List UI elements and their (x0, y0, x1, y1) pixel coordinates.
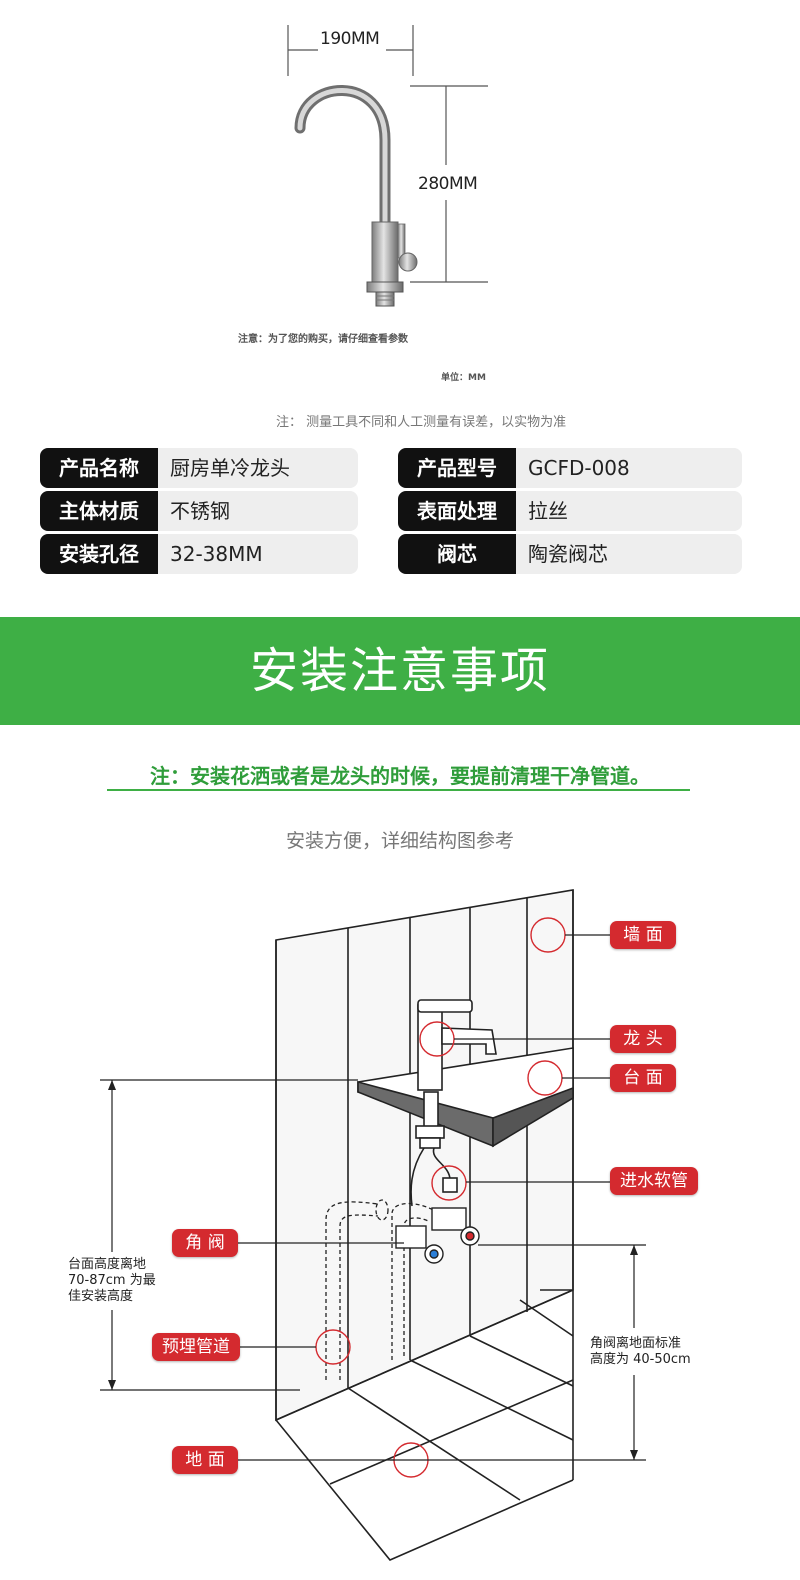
spec-label: 产品型号 (398, 448, 516, 488)
valve-height-text: 角阀离地面标准 高度为 40-50cm (590, 1336, 691, 1368)
spec-label: 主体材质 (40, 491, 158, 531)
spec-row-material: 主体材质 不锈钢 (40, 491, 358, 531)
spec-value: 厨房单冷龙头 (158, 448, 358, 488)
unit-note: 单位：MM (441, 373, 486, 383)
faucet-dimension-drawing (287, 25, 488, 307)
spec-row-model: 产品型号 GCFD-008 (398, 448, 742, 488)
tag-faucet: 龙 头 (610, 1025, 676, 1053)
spec-row-surface: 表面处理 拉丝 (398, 491, 742, 531)
spec-label: 阀芯 (398, 534, 516, 574)
valve-height-line: 高度为 40-50cm (590, 1352, 691, 1367)
valve-height-line: 角阀离地面标准 (590, 1336, 682, 1351)
counter-height-line: 70-87cm 为最 (68, 1273, 156, 1288)
measure-note: 注： 测量工具不同和人工测量有误差，以实物为准 (276, 415, 567, 430)
banner-title: 安装注意事项 (249, 643, 550, 699)
counter-height-line: 台面高度离地 (68, 1257, 147, 1272)
spec-value: 不锈钢 (158, 491, 358, 531)
tag-inlet-hose: 进水软管 (610, 1167, 698, 1195)
installation-diagram (100, 889, 646, 1561)
height-dimension-label: 280MM (418, 174, 478, 194)
spec-row-hole-size: 安装孔径 32-38MM (40, 534, 358, 574)
counter-height-line: 佳安装高度 (68, 1289, 134, 1304)
spec-label: 表面处理 (398, 491, 516, 531)
install-note: 注：安装花洒或者是龙头的时候，要提前清理干净管道。 (150, 764, 650, 788)
tag-embedded-pipe: 预埋管道 (152, 1333, 240, 1361)
tag-angle-valve: 角 阀 (172, 1229, 238, 1257)
spec-value: 拉丝 (516, 491, 742, 531)
spec-value: 陶瓷阀芯 (516, 534, 742, 574)
spec-label: 安装孔径 (40, 534, 158, 574)
install-note-underline (107, 789, 690, 791)
spec-value: 32-38MM (158, 534, 358, 574)
spec-label: 产品名称 (40, 448, 158, 488)
purchase-note: 注意：为了您的购买，请仔细查看参数 (238, 334, 408, 345)
install-subtitle: 安装方便，详细结构图参考 (285, 830, 514, 852)
tag-floor: 地 面 (172, 1446, 238, 1474)
tag-wall: 墙 面 (610, 921, 676, 949)
counter-height-text: 台面高度离地 70-87cm 为最 佳安装高度 (68, 1257, 156, 1305)
width-dimension-label: 190MM (320, 29, 380, 49)
spec-value: GCFD-008 (516, 448, 742, 488)
install-banner: 安装注意事项 (0, 617, 800, 725)
spec-row-valve-core: 阀芯 陶瓷阀芯 (398, 534, 742, 574)
spec-row-product-name: 产品名称 厨房单冷龙头 (40, 448, 358, 488)
tag-counter: 台 面 (610, 1064, 676, 1092)
